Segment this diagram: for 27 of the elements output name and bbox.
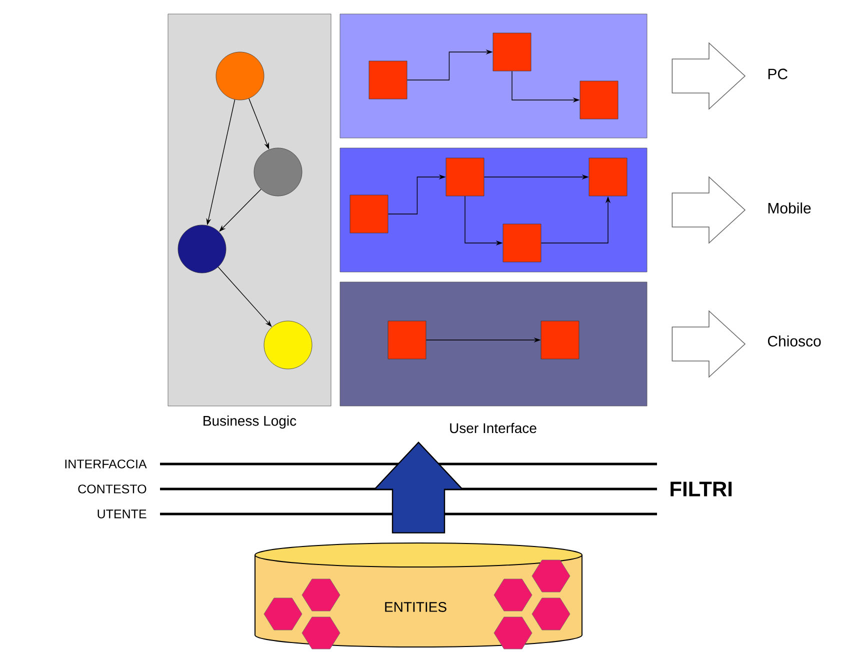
device-label: Chiosco [768,335,821,346]
circle [216,52,264,100]
arrow [218,266,272,327]
layer-label: INTERFACCIA [65,460,147,468]
title-label: FILTRI [670,482,732,496]
layer-label: CONTESTO [78,484,146,494]
block-arrow [672,310,746,378]
square [588,158,628,196]
caption: User Interface [450,422,536,434]
square [350,194,388,234]
square [580,80,618,120]
layer-label: UTENTE [98,510,146,518]
circle [254,148,302,196]
block-arrow [672,42,746,110]
square [502,224,542,262]
circle [178,224,226,274]
square [368,60,408,100]
block-arrow [672,176,746,244]
square [540,320,580,360]
square [492,32,532,72]
circle [264,320,312,370]
block-arrow [373,441,464,534]
square [446,158,484,196]
device-label: Mobile [768,202,811,214]
device-label: PC [768,68,788,80]
panel [340,282,648,406]
square [388,320,426,360]
